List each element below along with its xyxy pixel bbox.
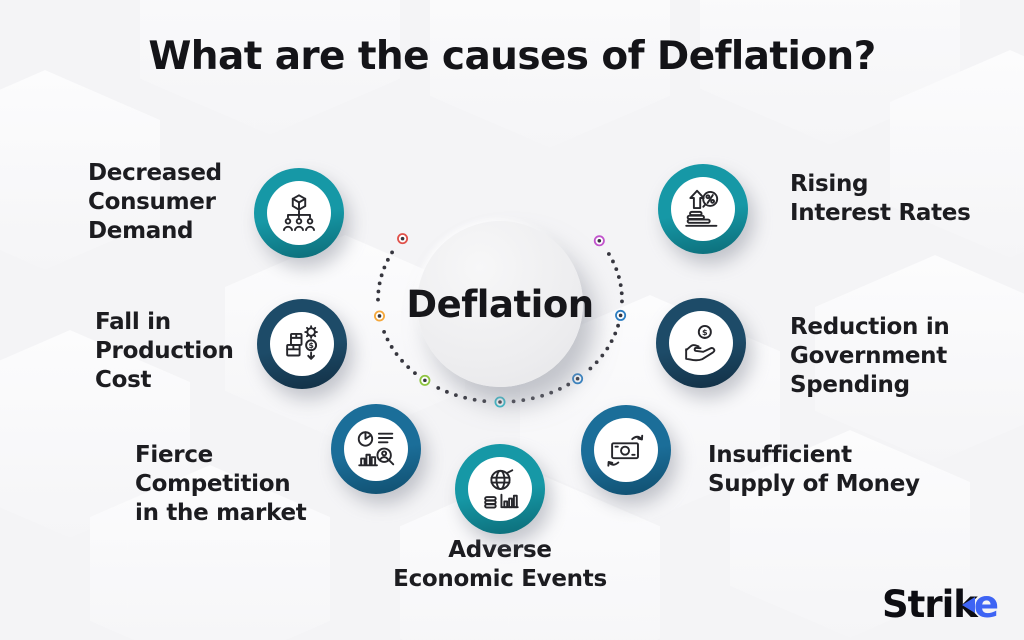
svg-text:$: $ — [702, 327, 708, 337]
rising-interest-rates-circle — [658, 164, 748, 254]
government-spending-icon: $ — [685, 324, 716, 362]
production-cost-icon: $ — [286, 325, 318, 360]
interest-rates-icon — [685, 189, 719, 227]
svg-text:$: $ — [308, 341, 313, 350]
economic-events-icon — [484, 469, 519, 509]
adverse-economic-events-label: Adverse Economic Events — [393, 537, 607, 592]
deflation-center-label: Deflation — [406, 282, 594, 326]
market-competition-icon — [357, 431, 395, 467]
fierce-competition-label: Fierce Competition in the market — [135, 442, 307, 526]
decreased-consumer-demand-circle — [254, 168, 344, 258]
strike-logo: Strik e — [882, 583, 999, 626]
fierce-competition-circle — [331, 404, 421, 494]
rising-interest-rates-label: Rising Interest Rates — [790, 171, 971, 226]
reduction-government-spending-label: Reduction in Government Spending — [790, 314, 950, 398]
insufficient-money-supply-label: Insufficient Supply of Money — [708, 442, 920, 497]
fall-in-production-cost-label: Fall in Production Cost — [95, 309, 234, 393]
page-title: What are the causes of Deflation? — [148, 34, 876, 79]
fall-in-production-cost-circle: $ — [257, 299, 347, 389]
marker-teal — [494, 396, 506, 408]
deflation-center-circle: Deflation — [406, 221, 594, 387]
decreased-consumer-demand-label: Decreased Consumer Demand — [88, 160, 222, 244]
insufficient-money-supply-circle — [581, 405, 671, 495]
reduction-government-spending-circle: $ — [656, 298, 746, 388]
money-supply-icon — [607, 434, 644, 467]
adverse-economic-events-circle — [455, 444, 545, 534]
marker-red — [397, 233, 409, 245]
marker-purple — [593, 235, 605, 247]
consumer-demand-icon — [282, 194, 316, 232]
strike-logo-arrow-e-icon: e — [961, 583, 999, 626]
